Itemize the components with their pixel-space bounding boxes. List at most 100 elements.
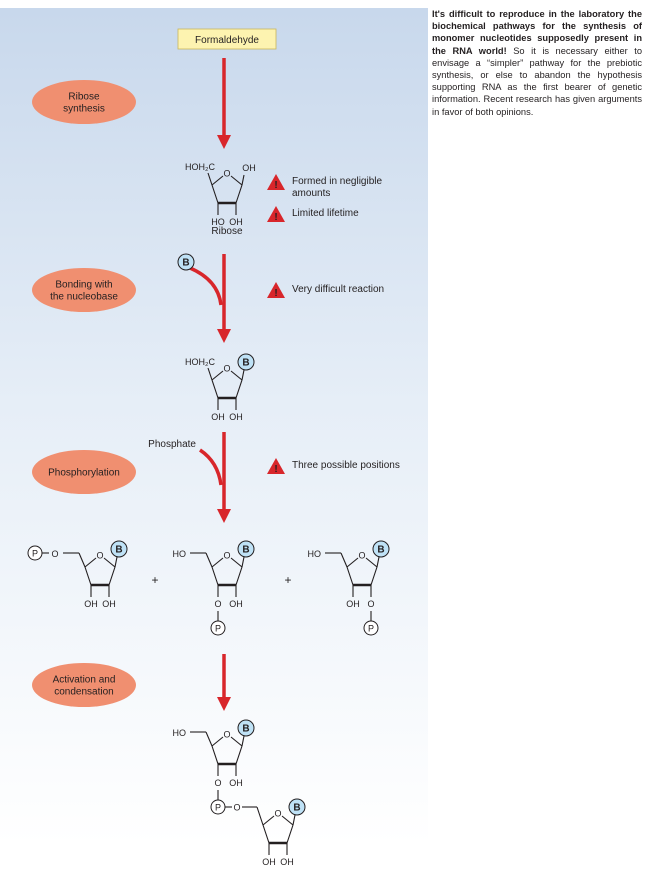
- dimer-ring-2-bond-4: [286, 824, 294, 844]
- ribose-hoh2c: HOH₂C: [185, 162, 215, 172]
- plus-1: +: [151, 573, 158, 587]
- nucleoside-ring-bond-4: [235, 379, 243, 399]
- warning-difficult-icon: [267, 282, 285, 298]
- product-2p-ring-bond-2: [365, 557, 378, 568]
- nucleoside-ring-bond-1: [211, 370, 224, 381]
- nucleoside-ring-bond-2: [230, 370, 243, 381]
- dimer-1-sub-r: OH: [229, 778, 243, 788]
- dimer-2-base-label: B: [293, 803, 300, 814]
- sidebar-text: It's difficult to reproduce in the labor…: [432, 8, 642, 118]
- warning-difficult-icon-mark: !: [274, 288, 277, 299]
- dimer-ring-2-o: O: [274, 809, 281, 819]
- dimer-ring-2-bond-2: [281, 815, 294, 826]
- arrow-base-join: [189, 266, 223, 306]
- product-2p-base: [372, 540, 390, 558]
- warning-difficult-text: Very difficult reaction: [292, 284, 384, 295]
- dimer-phosphate-label: P: [215, 803, 221, 813]
- nucleoside-sub-l: OH: [211, 412, 225, 422]
- product-3p-ring-bond-2: [230, 557, 243, 568]
- product-5p-ring-bond-1: [84, 557, 97, 568]
- step-pill-3-label: Phosphorylation: [48, 468, 120, 479]
- product-2p-c1: [376, 556, 380, 568]
- ribose-ring-bond-2: [230, 175, 243, 186]
- product-5p-sub-l: OH: [84, 599, 98, 609]
- dimer-o-link: O: [233, 803, 240, 813]
- product-2p-ring-bond-1: [346, 557, 359, 568]
- product-3p-base-label: B: [242, 545, 249, 556]
- product-5p-ring-bond-2: [103, 557, 116, 568]
- product-3p-ring-bond-3: [211, 566, 219, 586]
- product-5p-c5a: [78, 552, 86, 568]
- dimer-2-base: [288, 798, 306, 816]
- product-5p-phosphate-label: P: [32, 549, 38, 559]
- product-5p-base-label: B: [115, 545, 122, 556]
- product-2p-sub-l: OH: [346, 599, 360, 609]
- nucleoside-base-label: B: [242, 358, 249, 369]
- dimer-1-c1: [241, 735, 245, 747]
- product-3p-ring-bond-4: [235, 566, 243, 586]
- dimer-2-sub-r: OH: [280, 857, 294, 867]
- ribose-oh-top: OH: [242, 163, 256, 173]
- sidebar-lead: It's difficult to reproduce in the labor…: [432, 9, 642, 56]
- step-pill-3: [32, 450, 136, 494]
- product-3p-ho: HO: [173, 549, 187, 559]
- dimer-ring-1-bond-3: [211, 745, 219, 765]
- nucleoside-sub-r: OH: [229, 412, 243, 422]
- formaldehyde-label: Formaldehyde: [195, 35, 259, 46]
- step-pill-4: [32, 663, 136, 707]
- product-2p-ring-o: O: [358, 551, 365, 561]
- product-2p-base-label: B: [377, 545, 384, 556]
- product-5p-base: [110, 540, 128, 558]
- dimer-c5-b: [256, 806, 264, 826]
- product-2p-sub-r: O: [367, 599, 374, 609]
- ribose-ring-bond-3: [211, 184, 219, 204]
- warning-negligible-icon: [267, 174, 285, 190]
- warning-lifetime-text: Limited lifetime: [292, 208, 359, 219]
- dimer-ring-2-bond-1: [262, 815, 275, 826]
- product-3p-sub-l: O: [214, 599, 221, 609]
- product-5p-sub-r: OH: [102, 599, 116, 609]
- product-3p-phosphate-label: P: [215, 624, 221, 634]
- ribose-sub-r: OH: [229, 217, 243, 227]
- incoming-base-label: B: [182, 258, 189, 269]
- ribose-sub-l: HO: [211, 217, 225, 227]
- step-pill-1: [32, 80, 136, 124]
- product-5p-o: O: [51, 549, 58, 559]
- product-5p-phosphate: [27, 545, 43, 561]
- nucleoside-c1: [241, 369, 245, 381]
- dimer-ring-1-o: O: [223, 730, 230, 740]
- warning-lifetime-icon: [267, 206, 285, 222]
- ribose-c1: [241, 174, 245, 186]
- ribose-c5: [207, 172, 213, 186]
- sidebar-body: So it is necessary either to envisage a …: [432, 45, 643, 117]
- dimer-1-base-label: B: [242, 724, 249, 735]
- dimer-1-ho: HO: [173, 728, 187, 738]
- dimer-2-sub-l: OH: [262, 857, 276, 867]
- product-2p-phosphate: [363, 620, 379, 636]
- ribose-ring-bond-1: [211, 175, 224, 186]
- product-3p-ring-bond-1: [211, 557, 224, 568]
- ribose-name: Ribose: [211, 226, 243, 237]
- product-2p-ring-bond-3: [346, 566, 354, 586]
- nucleoside-hoh2c: HOH₂C: [185, 357, 215, 367]
- dimer-ring-1-bond-4: [235, 745, 243, 765]
- warning-negligible-icon-mark: !: [274, 180, 277, 191]
- nucleoside-base: [237, 353, 255, 371]
- plus-2: +: [284, 573, 291, 587]
- warning-positions-icon: [267, 458, 285, 474]
- nucleoside-ring-o: O: [223, 364, 230, 374]
- product-3p-sub-r: OH: [229, 599, 243, 609]
- nucleoside-c5: [207, 367, 213, 381]
- product-2p-phosphate-label: P: [368, 624, 374, 634]
- warning-lifetime-icon-mark: !: [274, 212, 277, 223]
- dimer-1-c5-a: [205, 731, 213, 747]
- product-3p-ring-o: O: [223, 551, 230, 561]
- incoming-base: [177, 253, 195, 271]
- dimer-1-sub-l: O: [214, 778, 221, 788]
- diagram-background: [0, 8, 428, 889]
